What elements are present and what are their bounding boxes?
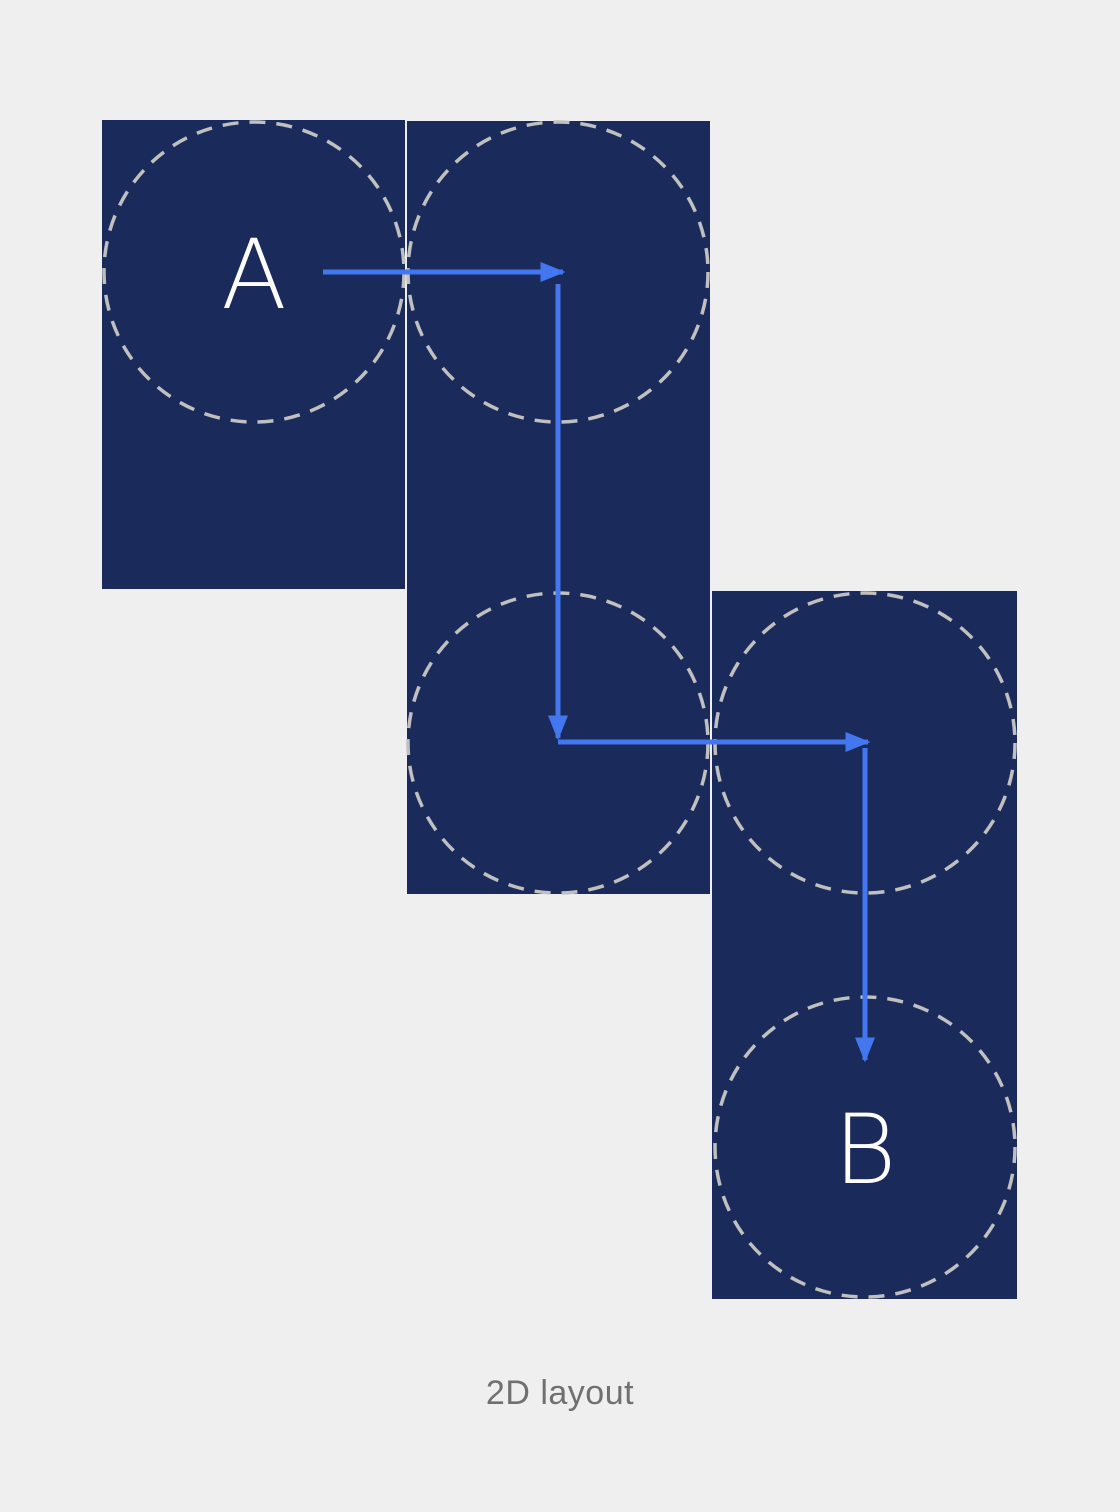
node-label-b: B <box>834 1094 897 1206</box>
node-label-a: A <box>221 219 287 331</box>
path-arrows <box>323 262 875 1063</box>
panel-top-left <box>102 120 405 589</box>
diagram-caption: 2D layout <box>485 1374 635 1412</box>
